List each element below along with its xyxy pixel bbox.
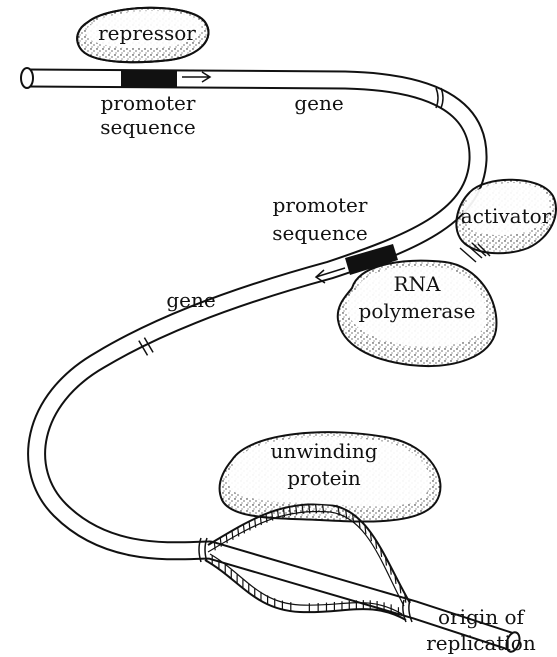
label-origin-2: replication [426,631,536,655]
label-rna-2: polymerase [359,299,476,323]
label-origin-1: origin of [438,605,525,629]
label-gene-top: gene [294,91,343,115]
label-promoter-mid-1: promoter [273,193,368,217]
strand-end-left [21,68,33,88]
label-promoter-top-2: sequence [100,115,196,139]
label-gene-left: gene [166,288,215,312]
promoter-block-top [121,70,177,88]
label-activator: activator [461,204,552,228]
label-rna-1: RNA [393,272,441,296]
label-promoter-mid-2: sequence [272,221,368,245]
label-promoter-top-1: promoter [101,91,196,115]
label-repressor: repressor [98,21,196,45]
label-unwinding-2: protein [287,466,361,490]
label-unwinding-1: unwinding [270,439,377,463]
